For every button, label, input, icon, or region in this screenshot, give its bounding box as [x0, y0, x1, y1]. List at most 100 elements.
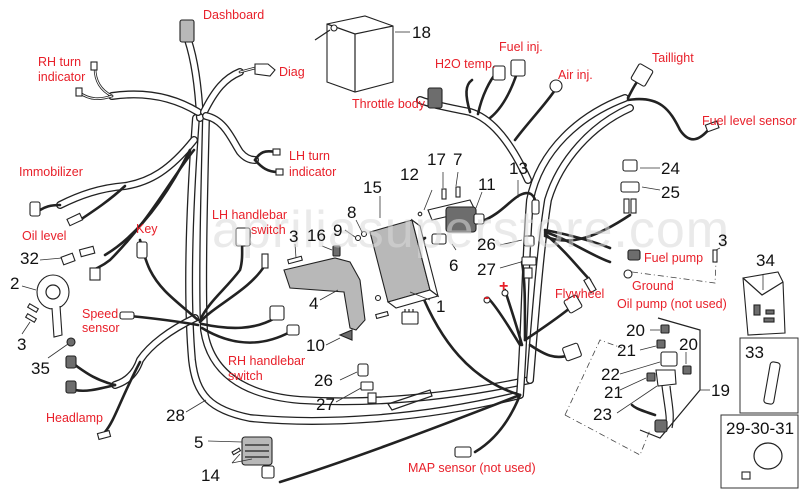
part-number-5: 5 [194, 433, 203, 452]
headlamp-connector[interactable] [65, 380, 77, 394]
part-number-4: 4 [309, 294, 318, 313]
part-numbers: 18 17 7 12 11 13 15 8 9 16 3 4 10 1 6 26… [10, 23, 794, 485]
part-number-20-a: 20 [626, 321, 645, 340]
fuse-holder-27 [521, 256, 537, 266]
connector [562, 342, 582, 362]
label-oil-pump: Oil pump (not used) [617, 297, 727, 311]
bolt [712, 249, 718, 263]
part-number-3-left: 3 [17, 335, 26, 354]
label-lh-turn-indicator-1: LH turn [289, 149, 330, 163]
part-number-22: 22 [601, 365, 620, 384]
part-number-2: 2 [10, 274, 19, 293]
label-lh-handlebar-switch-2: switch [251, 223, 286, 237]
horn-bracket [51, 305, 63, 338]
diag-connector[interactable] [254, 63, 276, 77]
relay-terminal [630, 198, 637, 214]
part-number-14: 14 [201, 466, 220, 485]
lh-handlebar-connector[interactable] [235, 227, 251, 247]
label-lh-turn-indicator-2: indicator [289, 165, 336, 179]
bracket-4 [283, 257, 366, 331]
part-number-3-right: 3 [718, 231, 727, 250]
grommet-16 [332, 245, 341, 257]
leader-lines [21, 31, 764, 464]
part-number-28: 28 [166, 406, 185, 425]
lh-turn-terminal [275, 168, 284, 176]
part-number-26-upper: 26 [477, 235, 496, 254]
part-number-3-bracket: 3 [289, 227, 298, 246]
key-connector[interactable] [136, 241, 148, 259]
map-sensor-connector[interactable] [454, 446, 472, 458]
part-33 [763, 361, 781, 405]
lh-turn-terminal [272, 148, 281, 156]
battery-plus-terminal [501, 289, 509, 297]
oil-level-terminal [78, 245, 96, 258]
rh-handlebar-connector[interactable] [269, 305, 285, 321]
dashboard-connector[interactable] [179, 19, 195, 43]
bolt [287, 255, 303, 265]
part-number-19: 19 [711, 381, 730, 400]
part-number-18: 18 [412, 23, 431, 42]
cable-tie [753, 442, 783, 470]
fuel-pump-connector[interactable] [627, 249, 641, 261]
bolt [24, 313, 38, 323]
taillight-connector[interactable] [630, 63, 654, 87]
label-diag: Diag [279, 65, 305, 79]
label-dashboard: Dashboard [203, 8, 264, 22]
ecu-connector[interactable] [401, 311, 419, 325]
headlamp-plug [96, 429, 112, 441]
relay-24 [622, 159, 638, 172]
label-rh-turn-indicator-1: RH turn [38, 55, 81, 69]
bolt-17 [441, 188, 447, 200]
part-number-9: 9 [333, 221, 342, 240]
label-lh-handlebar-switch-1: LH handlebar [212, 208, 287, 222]
fuse-plug [523, 267, 533, 279]
connector-32 [60, 252, 76, 266]
part-number-13: 13 [509, 159, 528, 178]
headlamp-connector[interactable] [65, 355, 77, 369]
part-number-33: 33 [745, 343, 764, 362]
throttle-body-connector[interactable] [427, 87, 443, 109]
battery [314, 15, 394, 93]
h2o-temp-connector[interactable] [492, 65, 506, 81]
part-number-29-30-31: 29-30-31 [726, 419, 794, 438]
coil-connector[interactable] [431, 233, 447, 245]
part-number-8: 8 [347, 203, 356, 222]
fuse-plug [367, 392, 377, 404]
oil-level-connector[interactable] [66, 212, 84, 227]
label-fuel-inj: Fuel inj. [499, 40, 543, 54]
ecu [369, 218, 440, 309]
part-number-17: 17 [427, 150, 446, 169]
relay-terminal [623, 198, 630, 214]
part-number-20-b: 20 [679, 335, 698, 354]
immobilizer-connector[interactable] [29, 201, 41, 217]
part-number-11: 11 [478, 175, 496, 194]
label-ground: Ground [632, 279, 674, 293]
air-inj-connector[interactable] [549, 79, 563, 93]
label-fuel-pump: Fuel pump [644, 251, 703, 265]
speed-sensor-connector[interactable] [119, 311, 135, 320]
part-number-34: 34 [756, 251, 775, 270]
watermark: apriliasuperstore.com [212, 201, 730, 259]
label-h2o-temp: H2O temp. [435, 57, 495, 71]
label-taillight: Taillight [652, 51, 694, 65]
part-number-25: 25 [661, 183, 680, 202]
label-rh-handlebar-switch-2: switch [228, 369, 263, 383]
part-box-29-30-31 [720, 414, 799, 489]
label-flywheel: Flywheel [555, 287, 604, 301]
label-oil-level: Oil level [22, 229, 66, 243]
voltage-regulator [241, 436, 275, 479]
fuse-holder-27 [360, 381, 374, 391]
washer [374, 294, 382, 302]
fuel-level-sensor-connector[interactable] [704, 120, 720, 133]
part-number-23: 23 [593, 405, 612, 424]
label-air-inj: Air inj. [558, 68, 593, 82]
flywheel-connector[interactable] [563, 294, 583, 314]
rh-handlebar-connector[interactable] [286, 324, 300, 336]
part-number-6: 6 [449, 256, 458, 275]
part-number-32: 32 [20, 249, 39, 268]
fuel-inj-connector[interactable] [510, 59, 526, 77]
lh-handlebar-terminal [261, 253, 269, 269]
label-fuel-level-sensor: Fuel level sensor [702, 114, 797, 128]
part-number-21-a: 21 [617, 341, 636, 360]
